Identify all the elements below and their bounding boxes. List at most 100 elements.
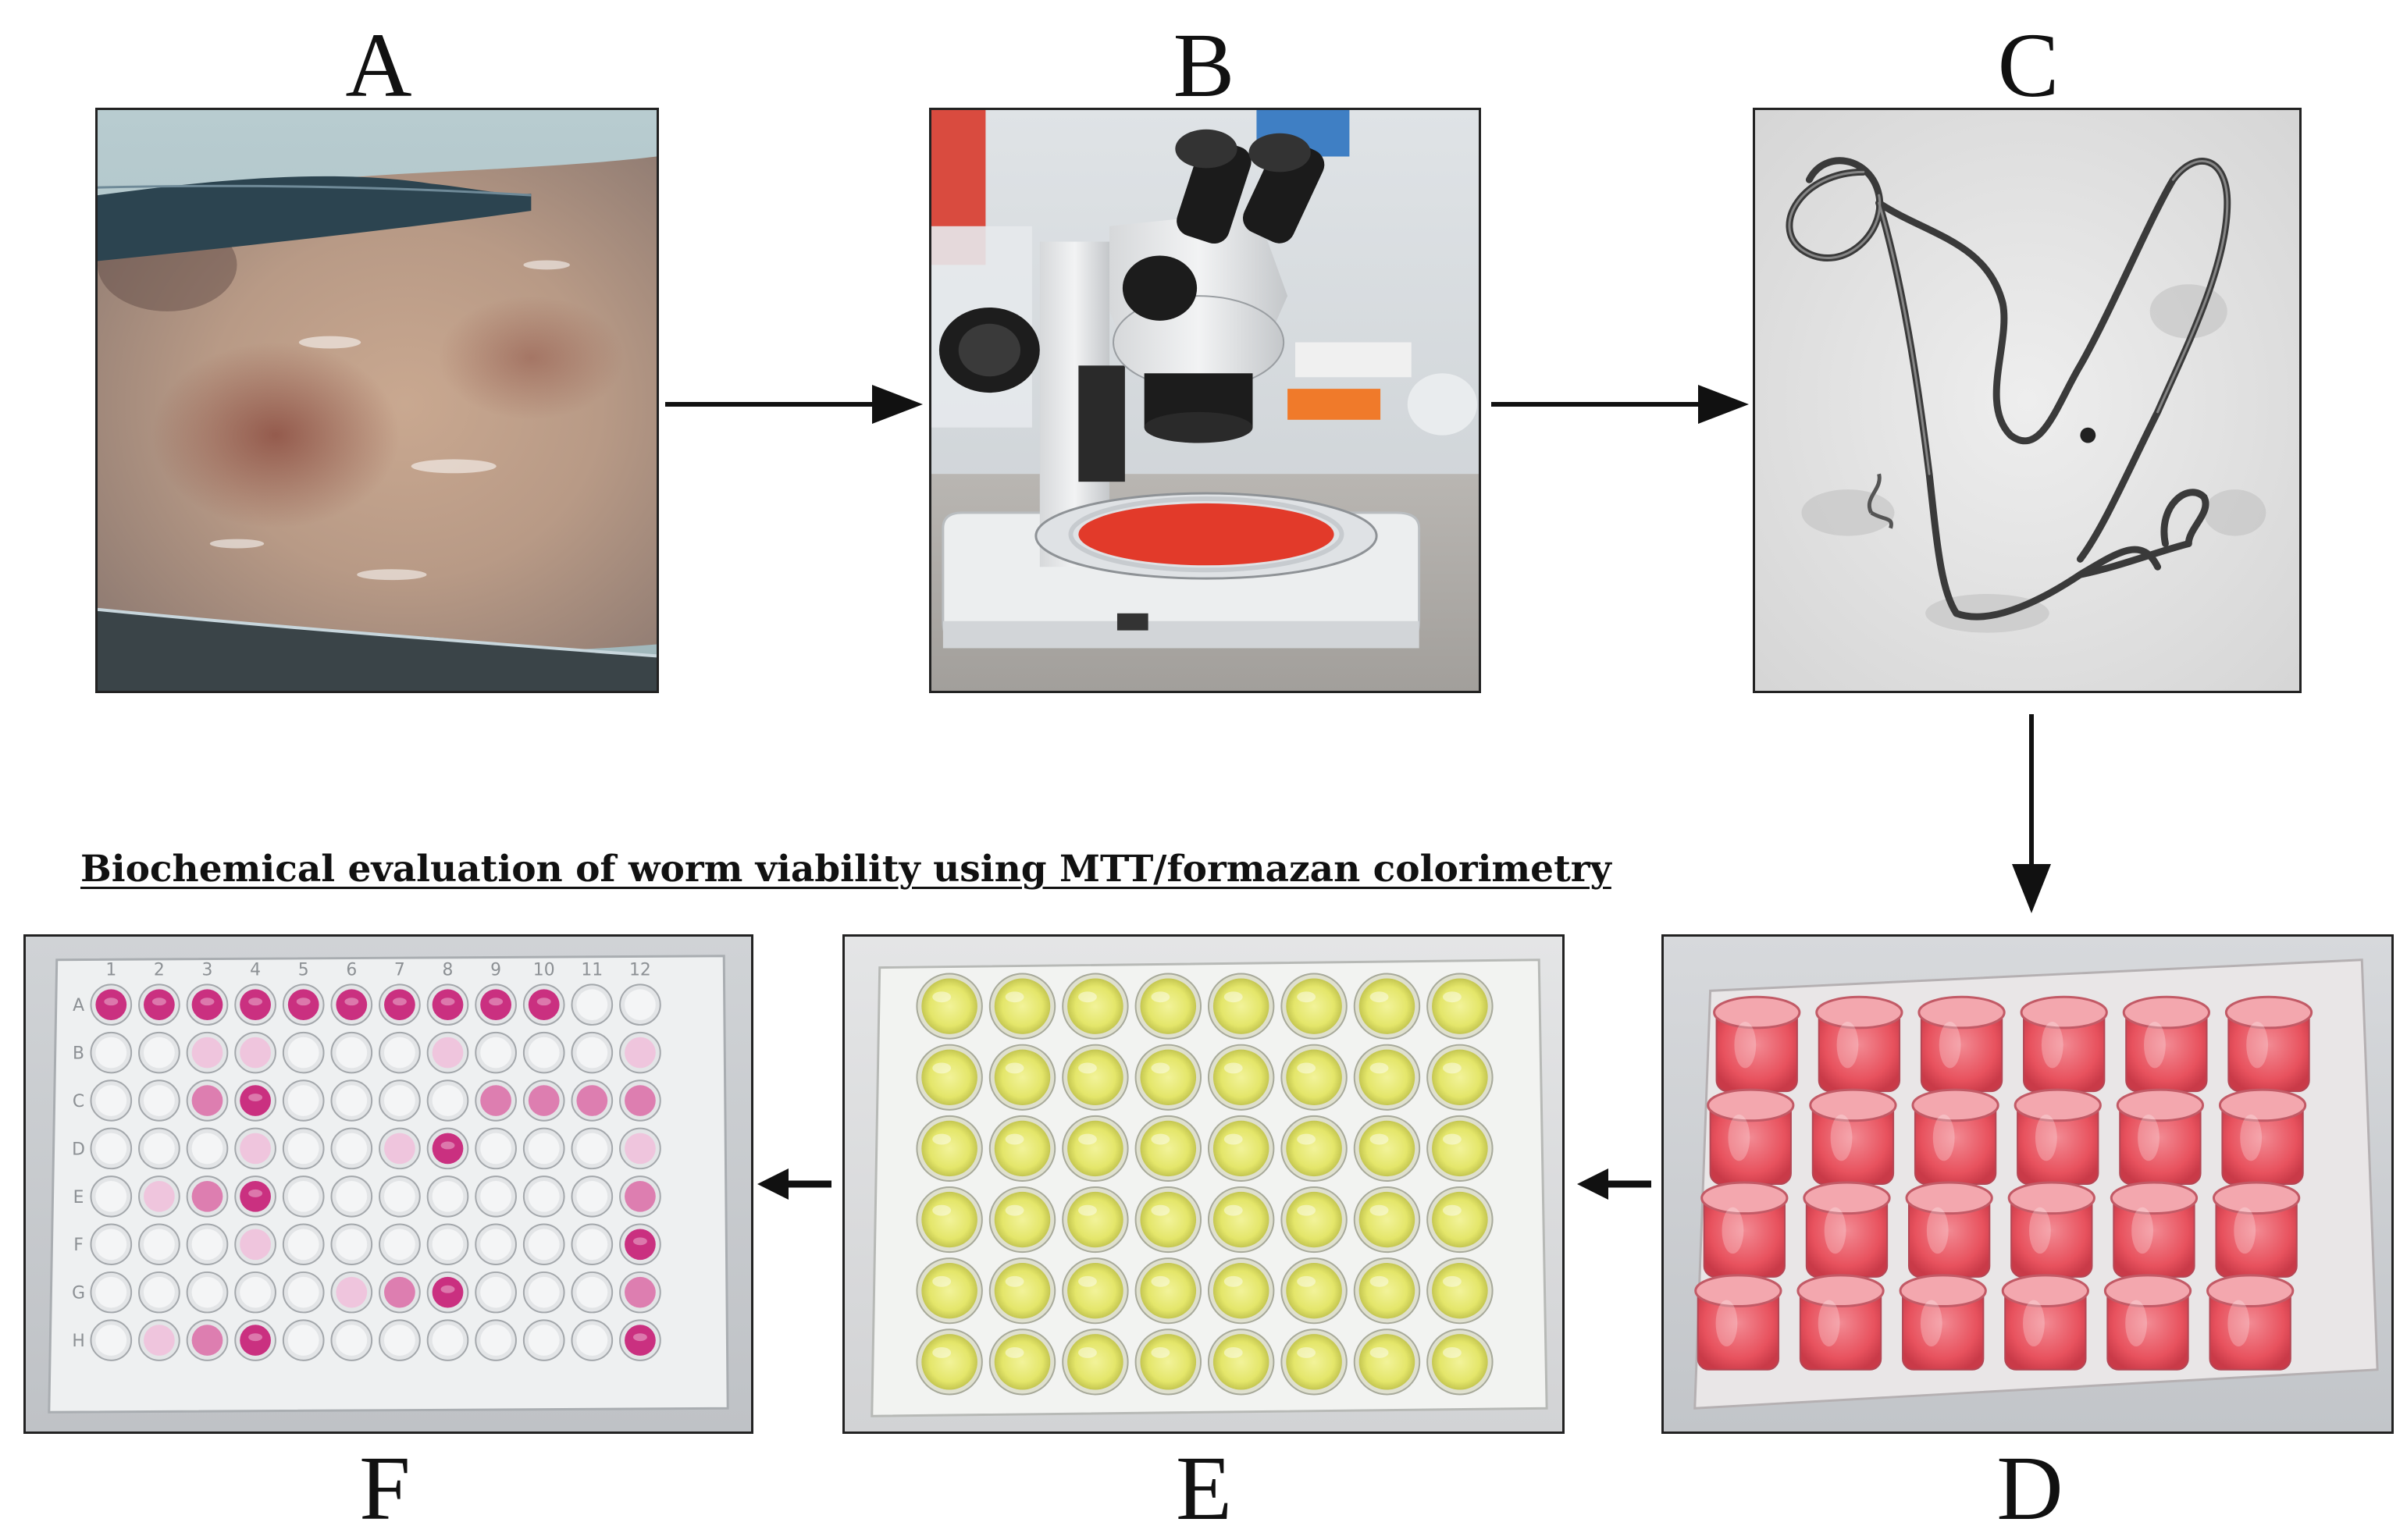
well (379, 1175, 421, 1218)
well (475, 1079, 517, 1122)
well (186, 1175, 229, 1218)
well (916, 1044, 983, 1111)
well (2103, 1274, 2192, 1371)
well (475, 983, 517, 1026)
well (186, 1079, 229, 1122)
well (571, 1319, 614, 1361)
well (379, 1319, 421, 1361)
column-number-label: 7 (394, 961, 405, 980)
panel-label-c: C (1997, 14, 2060, 116)
well (330, 1223, 373, 1266)
well (426, 1319, 469, 1361)
well (2110, 1181, 2199, 1278)
well (2116, 1088, 2205, 1185)
well (571, 1127, 614, 1170)
well (1280, 1328, 1348, 1396)
well (426, 983, 469, 1026)
row-letter-label: C (73, 1092, 84, 1111)
well (2122, 995, 2210, 1093)
well (619, 1175, 661, 1218)
well (1207, 1186, 1275, 1254)
well (1207, 1257, 1275, 1325)
well (379, 1079, 421, 1122)
well (1353, 1115, 1421, 1183)
well (522, 1031, 565, 1074)
well (475, 1127, 517, 1170)
24-well-plate-image (1664, 937, 2391, 1432)
well (571, 1031, 614, 1074)
well (1280, 1257, 1348, 1325)
well (426, 1223, 469, 1266)
row-letter-label: B (73, 1044, 84, 1064)
well (330, 1127, 373, 1170)
column-number-label: 3 (202, 961, 213, 980)
well (90, 1127, 133, 1170)
well (282, 1271, 325, 1314)
well (282, 1175, 325, 1218)
well (330, 1079, 373, 1122)
well (1134, 1115, 1202, 1183)
well (379, 1031, 421, 1074)
well (234, 1271, 276, 1314)
row-letter-label: E (73, 1188, 84, 1207)
panel-label-e: E (1175, 1437, 1233, 1539)
well (1426, 1257, 1494, 1325)
well (475, 1175, 517, 1218)
well (330, 1319, 373, 1361)
well (1134, 1044, 1202, 1111)
well (916, 973, 983, 1040)
well (988, 1044, 1056, 1111)
panel-b-microscope-photo (929, 108, 1481, 693)
well (619, 1271, 661, 1314)
well (2007, 1181, 2095, 1278)
panel-a-tissue-photo (95, 108, 659, 693)
well (379, 1223, 421, 1266)
column-number-label: 5 (298, 961, 309, 980)
well (1426, 1328, 1494, 1396)
well (186, 1031, 229, 1074)
well (234, 1175, 276, 1218)
column-number-label: 1 (105, 961, 116, 980)
well (916, 1186, 983, 1254)
well (522, 1223, 565, 1266)
panel-label-f: F (359, 1437, 411, 1539)
well (475, 1319, 517, 1361)
well (379, 1271, 421, 1314)
well (379, 1127, 421, 1170)
well (1796, 1274, 1885, 1371)
well (138, 1127, 180, 1170)
well (1134, 1257, 1202, 1325)
well (571, 1223, 614, 1266)
well (916, 1257, 983, 1325)
well (282, 1079, 325, 1122)
arrow-a-to-b (665, 381, 923, 428)
well (282, 1031, 325, 1074)
well (1280, 1186, 1348, 1254)
caption-mtt-evaluation: Biochemical evaluation of worm viability… (80, 848, 1611, 891)
arrow-d-to-e (1577, 1167, 1651, 1201)
well (1905, 1181, 1993, 1278)
well (138, 1079, 180, 1122)
well (1700, 1181, 1789, 1278)
well (234, 983, 276, 1026)
well (90, 1175, 133, 1218)
well (1911, 1088, 1999, 1185)
well (2014, 1088, 2102, 1185)
well (1062, 1115, 1129, 1183)
well (138, 1175, 180, 1218)
well (1134, 973, 1202, 1040)
well (1815, 995, 1903, 1093)
tissue-image (98, 110, 657, 691)
well (475, 1031, 517, 1074)
well (1207, 973, 1275, 1040)
well (426, 1031, 469, 1074)
well (1426, 973, 1494, 1040)
well (234, 1031, 276, 1074)
well (1062, 973, 1129, 1040)
well (571, 1079, 614, 1122)
well (1134, 1186, 1202, 1254)
well (1062, 1186, 1129, 1254)
well (522, 1175, 565, 1218)
